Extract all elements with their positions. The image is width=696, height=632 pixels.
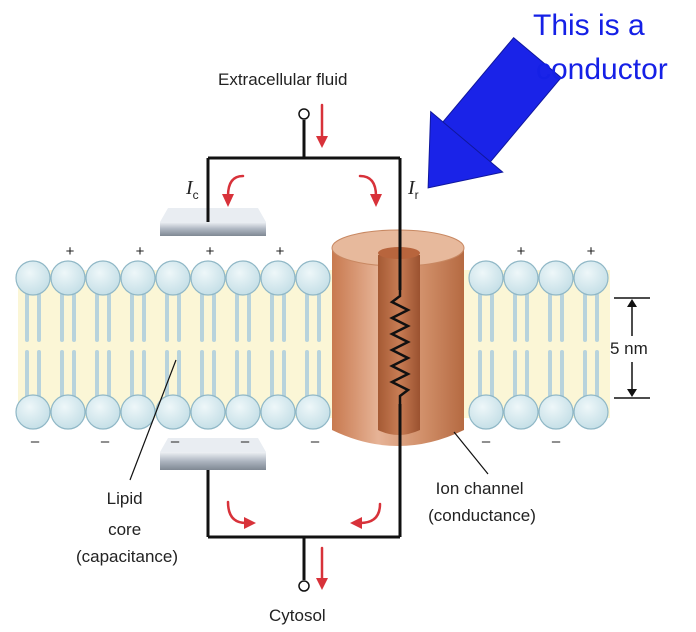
plus-sign: + — [517, 243, 526, 260]
capacitor-plate-bottom — [160, 438, 266, 470]
lipid-head — [295, 260, 331, 296]
positive-charges: + + + + + + — [66, 243, 596, 260]
lipid-head — [15, 394, 51, 430]
lipid-head — [573, 260, 609, 296]
minus-sign: – — [241, 433, 250, 450]
circuit-wires — [206, 120, 411, 580]
lipid-head — [190, 260, 226, 296]
plus-sign: + — [136, 243, 145, 260]
lipid-head — [538, 394, 574, 430]
conductor-annotation-line1: This is a — [533, 9, 645, 42]
scale-arrow-down — [627, 389, 637, 397]
lipid-head — [260, 260, 296, 296]
lipid-head — [503, 394, 539, 430]
minus-sign: – — [482, 433, 491, 450]
lipid-head — [15, 260, 51, 296]
arrow-ir-top — [358, 174, 378, 198]
ion-channel-label: Ion channel (conductance) — [428, 479, 536, 525]
lipid-head — [538, 260, 574, 296]
lipid-core-pointer — [129, 359, 177, 481]
plus-sign: + — [206, 243, 215, 260]
lipid-head — [260, 394, 296, 430]
lipid-head — [573, 394, 609, 430]
scale-arrow-up — [627, 299, 637, 307]
minus-sign: – — [311, 433, 320, 450]
lipid-tails — [25, 293, 599, 398]
lipid-head — [120, 394, 156, 430]
lipid-head — [50, 394, 86, 430]
cytosol-label: Cytosol — [269, 606, 326, 625]
arrow-bottom-left — [226, 500, 248, 525]
thickness-scale — [614, 297, 650, 399]
arrow-bottom-right — [358, 502, 382, 525]
minus-sign: – — [552, 433, 561, 450]
lipid-head — [85, 260, 121, 296]
resistor-zigzag — [389, 290, 411, 404]
lipid-head — [225, 394, 261, 430]
arrow-ic-top — [226, 174, 245, 198]
top-terminal — [298, 108, 310, 120]
lipid-head — [50, 260, 86, 296]
negative-charges: ––––––– — [31, 433, 561, 450]
lipid-head — [85, 394, 121, 430]
lipid-head — [120, 260, 156, 296]
current-ic-label: Ic — [185, 177, 199, 202]
plus-sign: + — [587, 243, 596, 260]
conductor-annotation-line2: conductor — [536, 53, 668, 86]
lipid-heads — [15, 260, 609, 430]
conductor-annotation-arrow — [427, 36, 562, 189]
lipid-head — [295, 394, 331, 430]
lipid-head — [503, 260, 539, 296]
current-ir-label: Ir — [407, 177, 419, 202]
extracellular-label: Extracellular fluid — [218, 70, 347, 89]
thickness-label: 5 nm — [610, 339, 648, 358]
current-arrowheads — [222, 136, 382, 590]
plus-sign: + — [66, 243, 75, 260]
capacitor-plate-top — [160, 208, 266, 236]
lipid-head — [155, 260, 191, 296]
lipid-head — [190, 394, 226, 430]
ion-channel-pointer — [453, 431, 489, 475]
minus-sign: – — [31, 433, 40, 450]
lipid-head — [468, 394, 504, 430]
lipid-head — [468, 260, 504, 296]
minus-sign: – — [101, 433, 110, 450]
plus-sign: + — [276, 243, 285, 260]
bottom-terminal — [298, 580, 310, 592]
minus-sign: – — [171, 433, 180, 450]
lipid-head — [225, 260, 261, 296]
current-arrows — [226, 103, 382, 584]
lipid-core-label: Lipid core (capacitance) — [76, 489, 178, 566]
